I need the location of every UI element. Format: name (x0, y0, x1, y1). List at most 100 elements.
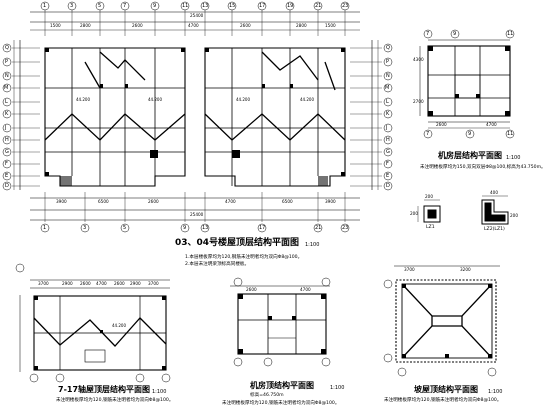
column-lz1-label: LZ1 (426, 225, 435, 230)
axis-left-p: P (5, 59, 9, 65)
machine-floor-scale: 1:100 (506, 155, 521, 161)
roof-7-17-elev: 44.200 (112, 323, 126, 328)
machine-floor-axis-11: 11 (507, 31, 514, 37)
main-top-dim-4: 4700 (188, 23, 199, 28)
machine-roof-plan (230, 277, 331, 367)
axis-right-e: E (386, 173, 390, 179)
machine-floor-plan (419, 29, 515, 139)
column-dim-4: 200 (510, 213, 518, 218)
axis-top-3: 3 (70, 3, 74, 9)
slope-roof-dim-1: 3700 (404, 267, 415, 272)
main-bottom-dim-5: 6500 (282, 199, 293, 204)
main-top-dim-6: 2800 (296, 23, 307, 28)
axis-right-f: F (386, 161, 389, 167)
slope-roof-dim-2: 3200 (460, 267, 471, 272)
main-plan-note-1: 1.本层楼板厚均为120,钢筋未注明者均为双向Φ8@100。 (185, 255, 303, 260)
axis-bottom-5: 5 (123, 225, 127, 231)
main-elevation-3: 44.200 (236, 97, 250, 102)
roof-7-17-dim-5: 2600 (114, 281, 125, 286)
roof-7-17-dim-1: 3700 (38, 281, 49, 286)
machine-floor-title: 机房层结构平面图 (438, 151, 502, 160)
main-top-dim-5: 2600 (240, 23, 251, 28)
axis-top-1: 1 (43, 3, 47, 9)
main-top-total: 25400 (190, 13, 204, 18)
axis-right-p: P (386, 59, 390, 65)
axis-left-q: Q (5, 45, 9, 51)
axis-right-g: G (386, 149, 390, 155)
axis-right-l: L (386, 99, 389, 105)
axis-bottom-3: 3 (83, 225, 87, 231)
axis-top-7: 7 (123, 3, 127, 9)
main-bottom-dim-1: 3900 (56, 199, 67, 204)
axis-top-19: 19 (287, 3, 294, 9)
axis-right-n: N (386, 73, 390, 79)
main-top-dim-2: 2800 (80, 23, 91, 28)
axis-left-d: D (5, 183, 9, 189)
axis-left-j: J (5, 125, 7, 131)
machine-floor-axis-bottom-7: 7 (426, 131, 430, 137)
column-lz2-label: LZ2(LZ1) (484, 227, 505, 232)
machine-floor-axis-bottom-9: 9 (468, 131, 472, 137)
roof-7-17-dim-3: 2600 (80, 281, 91, 286)
axis-left-g: G (5, 149, 9, 155)
main-plan-title: 03、04号楼屋顶层结构平面图 (175, 238, 300, 248)
main-bottom-total: 25400 (190, 212, 204, 217)
roof-7-17-dim-2: 2900 (62, 281, 73, 286)
axis-bottom-23: 23 (342, 225, 349, 231)
machine-floor-left-dim-2: 2700 (413, 99, 424, 104)
machine-floor-axis-7: 7 (426, 31, 430, 37)
axis-left-k: K (5, 111, 9, 117)
axis-left-h: H (5, 137, 9, 143)
axis-right-m: M (385, 85, 390, 91)
main-plan-scale: 1:100 (305, 242, 320, 248)
axis-right-k: K (386, 111, 390, 117)
machine-floor-note: 未注明楼板厚均为150,双向双层Φ8@100,标高为43.750m。 (420, 165, 546, 170)
slope-roof-title: 坡屋顶结构平面图 (414, 385, 478, 394)
main-bottom-dim-3: 2600 (148, 199, 159, 204)
axis-bottom-1: 1 (43, 225, 47, 231)
column-dim-2: 400 (490, 190, 498, 195)
machine-floor-dim-2: 4700 (486, 122, 497, 127)
axis-top-11: 11 (182, 3, 189, 9)
axis-left-f: F (5, 161, 8, 167)
main-elevation-2: 44.200 (148, 97, 162, 102)
roof-7-17-plan (15, 263, 171, 383)
slope-roof-scale: 1:100 (488, 389, 503, 395)
axis-top-9: 9 (153, 3, 157, 9)
axis-bottom-13: 13 (202, 225, 209, 231)
axis-bottom-9: 9 (183, 225, 187, 231)
slope-roof-plan (383, 265, 500, 377)
axis-top-23: 23 (342, 3, 349, 9)
slope-roof-note: 未注明楼板厚均为120,钢筋未注明者均为双向Φ8@100。 (384, 398, 502, 403)
axis-left-m: M (4, 85, 9, 91)
axis-right-h: H (386, 137, 390, 143)
main-plan-note-2: 2.本层未注明梁顶标高同楼板。 (185, 262, 250, 267)
axis-right-j: J (386, 125, 388, 131)
main-elevation-4: 44.200 (300, 97, 314, 102)
machine-roof-note: 未注明楼板厚均为120,钢筋未注明者均为双向Φ8@100。 (222, 401, 340, 406)
main-top-dim-7: 1500 (325, 23, 336, 28)
machine-roof-dim-1: 2600 (246, 287, 257, 292)
axis-bottom-17: 17 (259, 225, 266, 231)
machine-roof-title: 机房顶结构平面图 (250, 381, 314, 390)
main-top-dim-1: 1500 (50, 23, 61, 28)
column-dim-1: 200 (425, 194, 433, 199)
axis-left-e: E (5, 173, 9, 179)
main-top-dim-3: 2600 (132, 23, 143, 28)
axis-left-l: L (5, 99, 8, 105)
machine-roof-dim-2: 4700 (300, 287, 311, 292)
axis-top-15: 15 (229, 3, 236, 9)
roof-7-17-dim-6: 2900 (130, 281, 141, 286)
roof-7-17-dim-4: 4700 (96, 281, 107, 286)
main-roof-plan (2, 1, 393, 233)
column-dim-3: 200 (410, 211, 418, 216)
axis-top-21: 21 (315, 3, 322, 9)
machine-floor-dim-1: 2600 (436, 122, 447, 127)
axis-top-5: 5 (98, 3, 102, 9)
machine-floor-left-dim-1: 4300 (413, 57, 424, 62)
column-sections (417, 195, 509, 225)
axis-right-d: D (386, 183, 390, 189)
axis-top-13: 13 (202, 3, 209, 9)
main-bottom-dim-6: 3900 (325, 199, 336, 204)
